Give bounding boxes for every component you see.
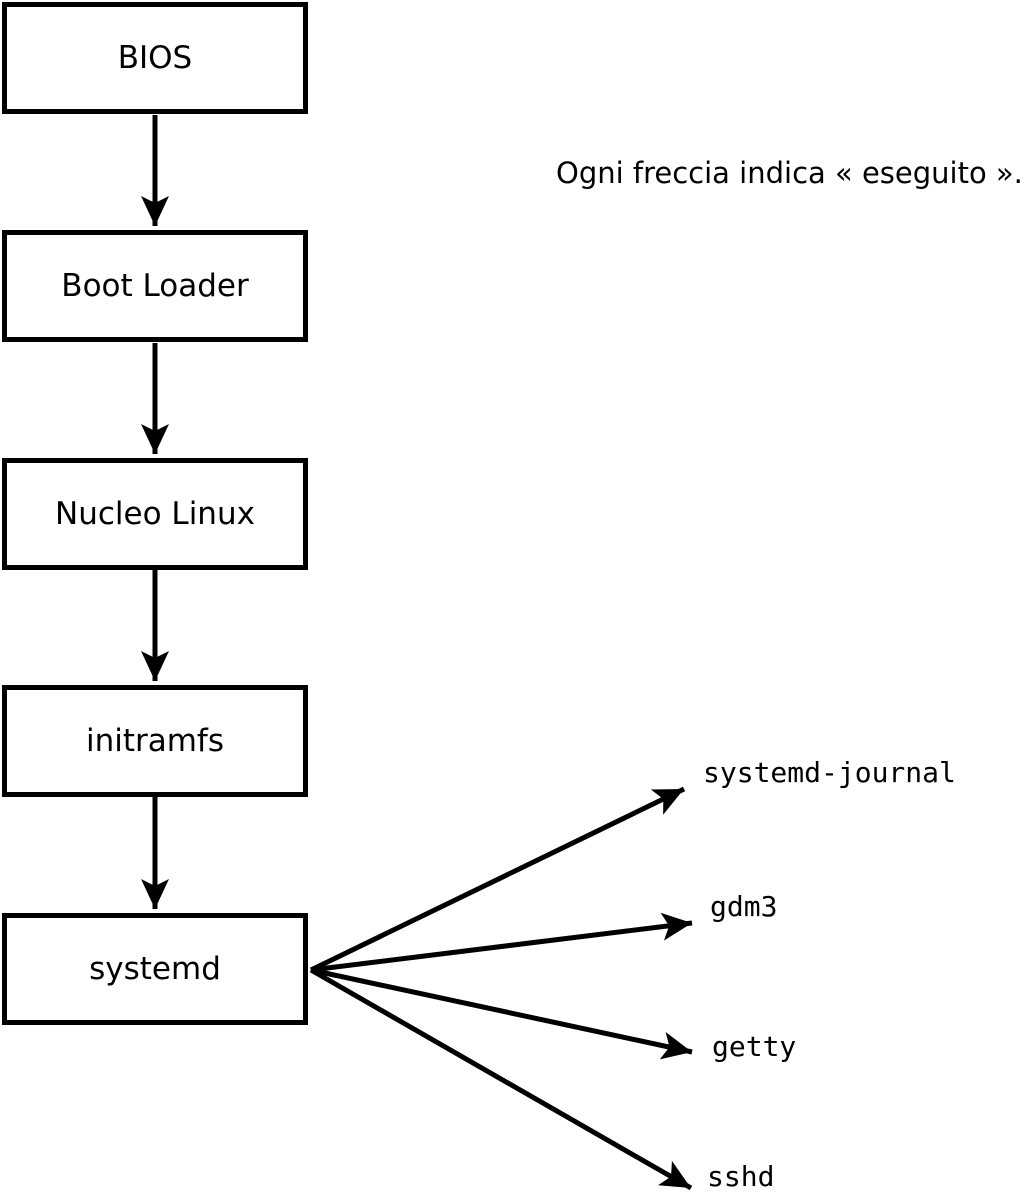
arrow-systemd-to-sshd xyxy=(309,967,693,1191)
arrow-systemd-to-getty xyxy=(310,967,693,1060)
node-nucleo-linux: Nucleo Linux xyxy=(2,458,308,570)
diagram-caption: Ogni freccia indica « eseguito ». xyxy=(556,156,1023,190)
arrow-systemd-to-journal xyxy=(309,786,686,973)
node-systemd: systemd xyxy=(2,913,308,1025)
node-bios: BIOS xyxy=(2,2,308,114)
node-boot-loader-label: Boot Loader xyxy=(61,267,249,304)
node-initramfs-label: initramfs xyxy=(85,722,225,759)
node-nucleo-linux-label: Nucleo Linux xyxy=(55,495,255,532)
service-label-sshd: sshd xyxy=(707,1160,775,1193)
node-systemd-label: systemd xyxy=(89,950,221,987)
service-label-gdm3: gdm3 xyxy=(710,890,778,923)
service-label-systemd-journal: systemd-journal xyxy=(703,756,956,789)
node-boot-loader: Boot Loader xyxy=(2,230,308,342)
arrow-systemd-to-gdm3 xyxy=(310,912,693,973)
service-label-getty: getty xyxy=(712,1030,797,1063)
node-initramfs: initramfs xyxy=(2,685,308,797)
node-bios-label: BIOS xyxy=(117,39,193,76)
